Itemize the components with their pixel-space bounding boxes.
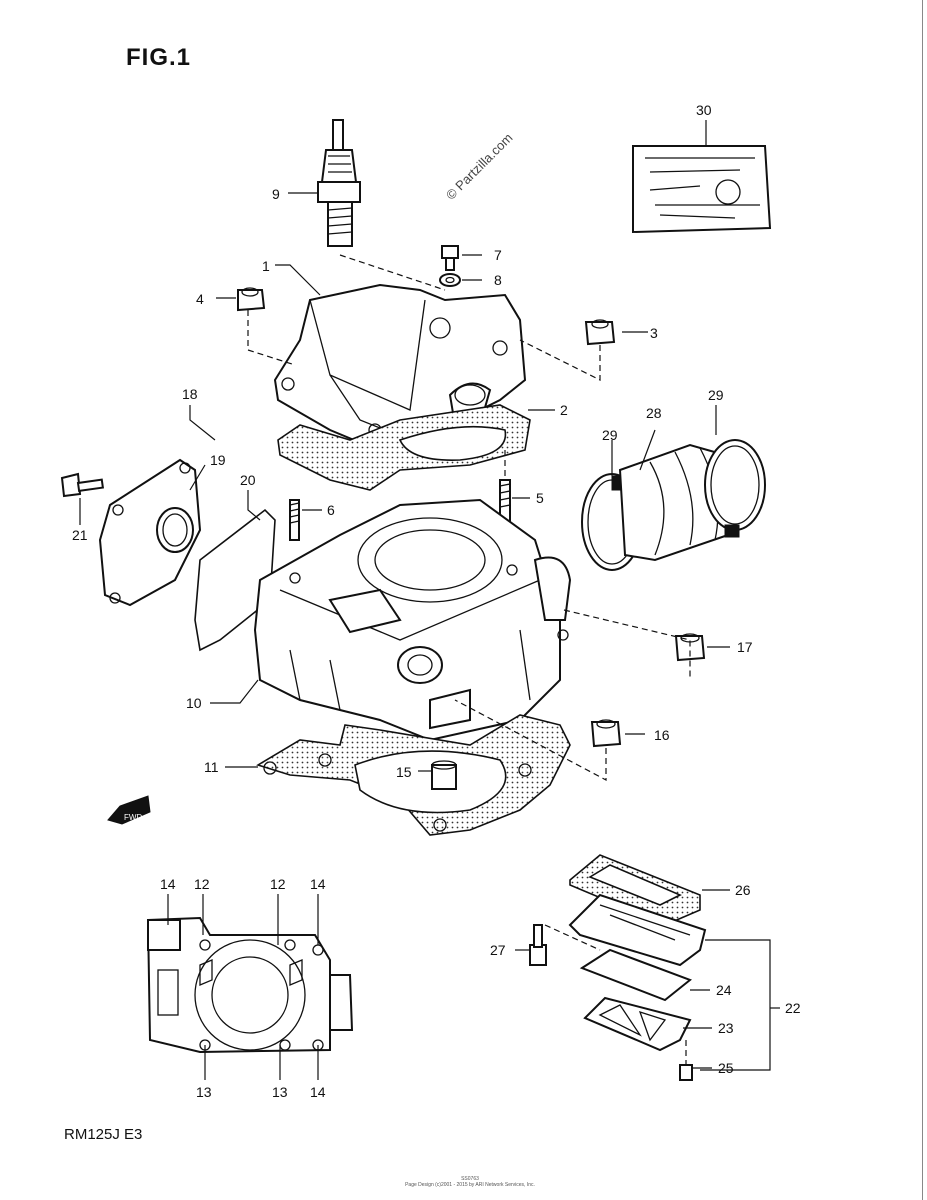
dowel-part-15[interactable] [431, 760, 457, 790]
base-gasket-part-11[interactable] [256, 714, 571, 836]
callout-8: 8 [494, 272, 502, 288]
callout-10: 10 [186, 695, 202, 711]
reed-block-part-22[interactable] [568, 893, 707, 967]
callout-4: 4 [196, 291, 204, 307]
callout-27: 27 [490, 942, 506, 958]
callout-1: 1 [262, 258, 270, 274]
callout-2: 2 [560, 402, 568, 418]
callout-18: 18 [182, 386, 198, 402]
inset-callout-14-b: 14 [310, 876, 326, 892]
alignment-lines [247, 254, 691, 1065]
cylinder-part-10[interactable] [253, 498, 572, 742]
oring-part-19[interactable] [156, 507, 194, 553]
callout-24: 24 [716, 982, 732, 998]
callout-29-b: 29 [602, 427, 618, 443]
nut-part-16[interactable] [590, 719, 622, 748]
inset-callout-12-b: 12 [270, 876, 286, 892]
footer-code-line: SS0763 [461, 1176, 479, 1182]
reed-stopper-part-23[interactable] [583, 996, 692, 1052]
callout-14: 14 [160, 876, 176, 892]
callout-9: 9 [272, 186, 280, 202]
head-gasket-part-2[interactable] [277, 404, 531, 491]
callout-22: 22 [785, 1000, 801, 1016]
callout-16: 16 [654, 727, 670, 743]
callout-28: 28 [646, 405, 662, 421]
stud-part-6[interactable] [289, 499, 300, 541]
inset-callout-13-b: 13 [272, 1084, 288, 1100]
bolt-part-27[interactable] [529, 924, 547, 966]
nut-part-3[interactable] [584, 319, 616, 346]
callout-3: 3 [650, 325, 658, 341]
callout-11: 11 [204, 759, 219, 775]
callout-15: 15 [396, 764, 412, 780]
model-label: RM125J E3 [64, 1126, 143, 1143]
callout-25: 25 [718, 1060, 734, 1076]
cover-part-18[interactable] [98, 458, 202, 607]
forward-direction-arrow: FWD [107, 795, 151, 825]
spark-plug-part-9[interactable] [317, 119, 361, 247]
callout-29: 29 [708, 387, 724, 403]
gasket-part-20[interactable] [194, 508, 276, 652]
bolt-part-7[interactable] [441, 245, 459, 271]
callout-labels: 1 2 3 4 5 6 7 8 9 10 11 12 13 14 15 16 1… [72, 102, 801, 1100]
callout-26: 26 [735, 882, 751, 898]
screw-part-25[interactable] [679, 1064, 693, 1081]
forward-label: FWD [124, 813, 142, 822]
leader-lines [79, 120, 780, 1080]
footer-credits: SS0763 Page Design (c)2001 - 2015 by ARI… [400, 1176, 540, 1188]
footer-copyright-line: Page Design (c)2001 - 2015 by ARI Networ… [405, 1182, 535, 1188]
callout-5: 5 [536, 490, 544, 506]
clamp-part-29-right[interactable] [704, 439, 766, 538]
callout-30: 30 [696, 102, 712, 118]
nut-part-4[interactable] [237, 287, 266, 312]
bolt-part-21[interactable] [60, 472, 105, 498]
inset-cylinder-top-view[interactable] [146, 916, 354, 1054]
callout-7: 7 [494, 247, 502, 263]
callout-6: 6 [327, 502, 335, 518]
callout-17: 17 [737, 639, 753, 655]
callout-13: 13 [196, 1084, 212, 1100]
callout-20: 20 [240, 472, 256, 488]
inset-callout-14-c: 14 [310, 1084, 326, 1100]
callout-12: 12 [194, 876, 210, 892]
decal-card-part-30[interactable] [632, 145, 772, 234]
callout-19: 19 [210, 452, 226, 468]
gasket-part-26[interactable] [569, 854, 701, 926]
reed-petal-part-24[interactable] [579, 948, 692, 1002]
callout-23: 23 [718, 1020, 734, 1036]
page-edge-rule [922, 0, 923, 1200]
washer-part-8[interactable] [439, 273, 461, 287]
figure-title: FIG.1 [126, 44, 192, 71]
callout-21: 21 [72, 527, 88, 543]
